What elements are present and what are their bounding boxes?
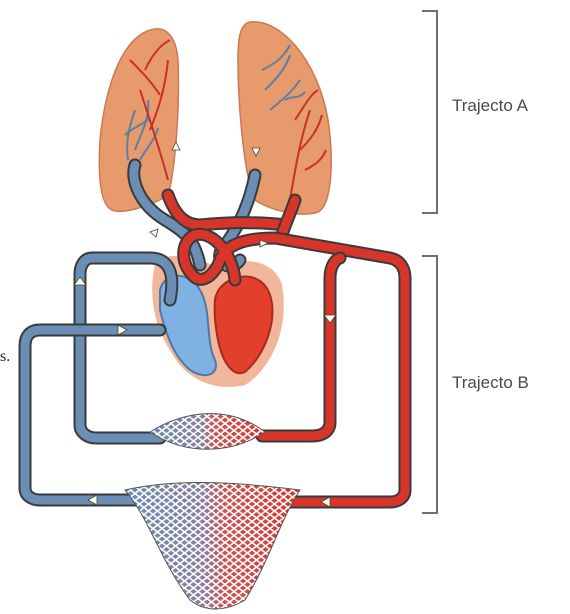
lower-capillary-bed bbox=[120, 478, 305, 614]
arrow-icon bbox=[150, 229, 158, 237]
cut-off-text: s. bbox=[0, 348, 10, 366]
bracket-trajecto-b bbox=[422, 255, 438, 514]
label-trajecto-b: Trajecto B bbox=[452, 373, 529, 393]
middle-capillary-bed bbox=[145, 400, 270, 460]
bracket-trajecto-a bbox=[422, 10, 438, 214]
label-trajecto-a: Trajecto A bbox=[452, 96, 528, 116]
